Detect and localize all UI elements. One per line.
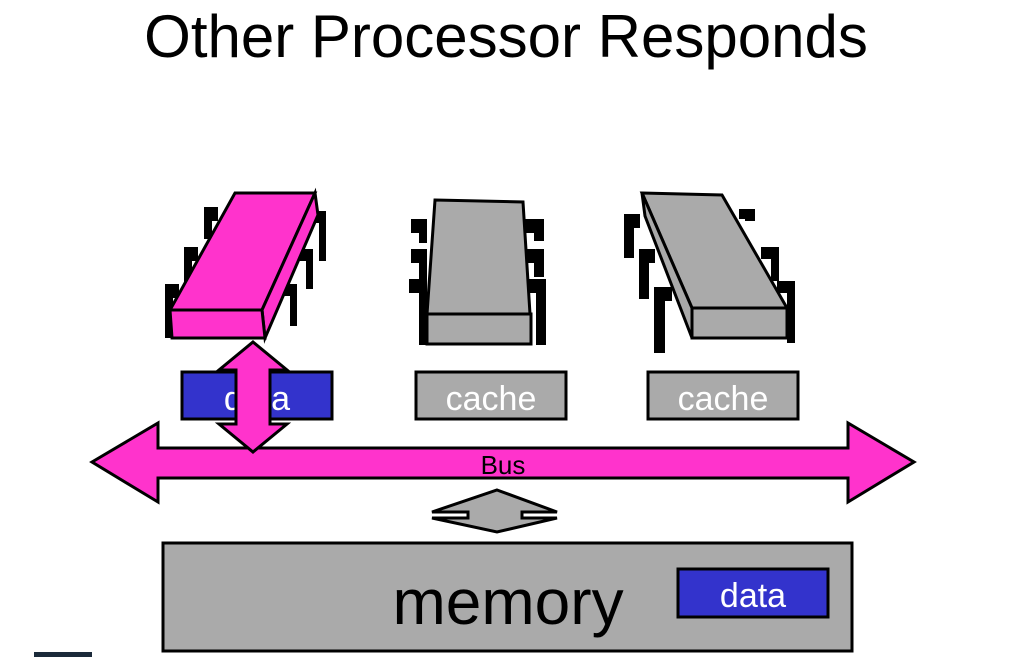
processor-3-chip [624,191,795,353]
cache-2: cache [414,370,568,421]
slide-title: Other Processor Responds [144,3,868,70]
cache-3: cache [646,370,800,421]
cache-2-label: cache [446,380,537,418]
memory-bus-arrow [431,488,558,534]
memory-data-block [676,567,830,619]
slide-footer-bar [34,652,92,657]
processor-1-bus-arrow [214,340,292,454]
memory-block: memory data [161,541,854,653]
cache-3-label: cache [678,380,769,418]
memory-label: memory [392,566,623,638]
processor-2-chip [409,198,546,346]
processor-1-chip [165,187,326,344]
bus-label: Bus [481,450,526,480]
memory-data-label: data [720,577,786,615]
bus-arrow: Bus [89,420,917,505]
